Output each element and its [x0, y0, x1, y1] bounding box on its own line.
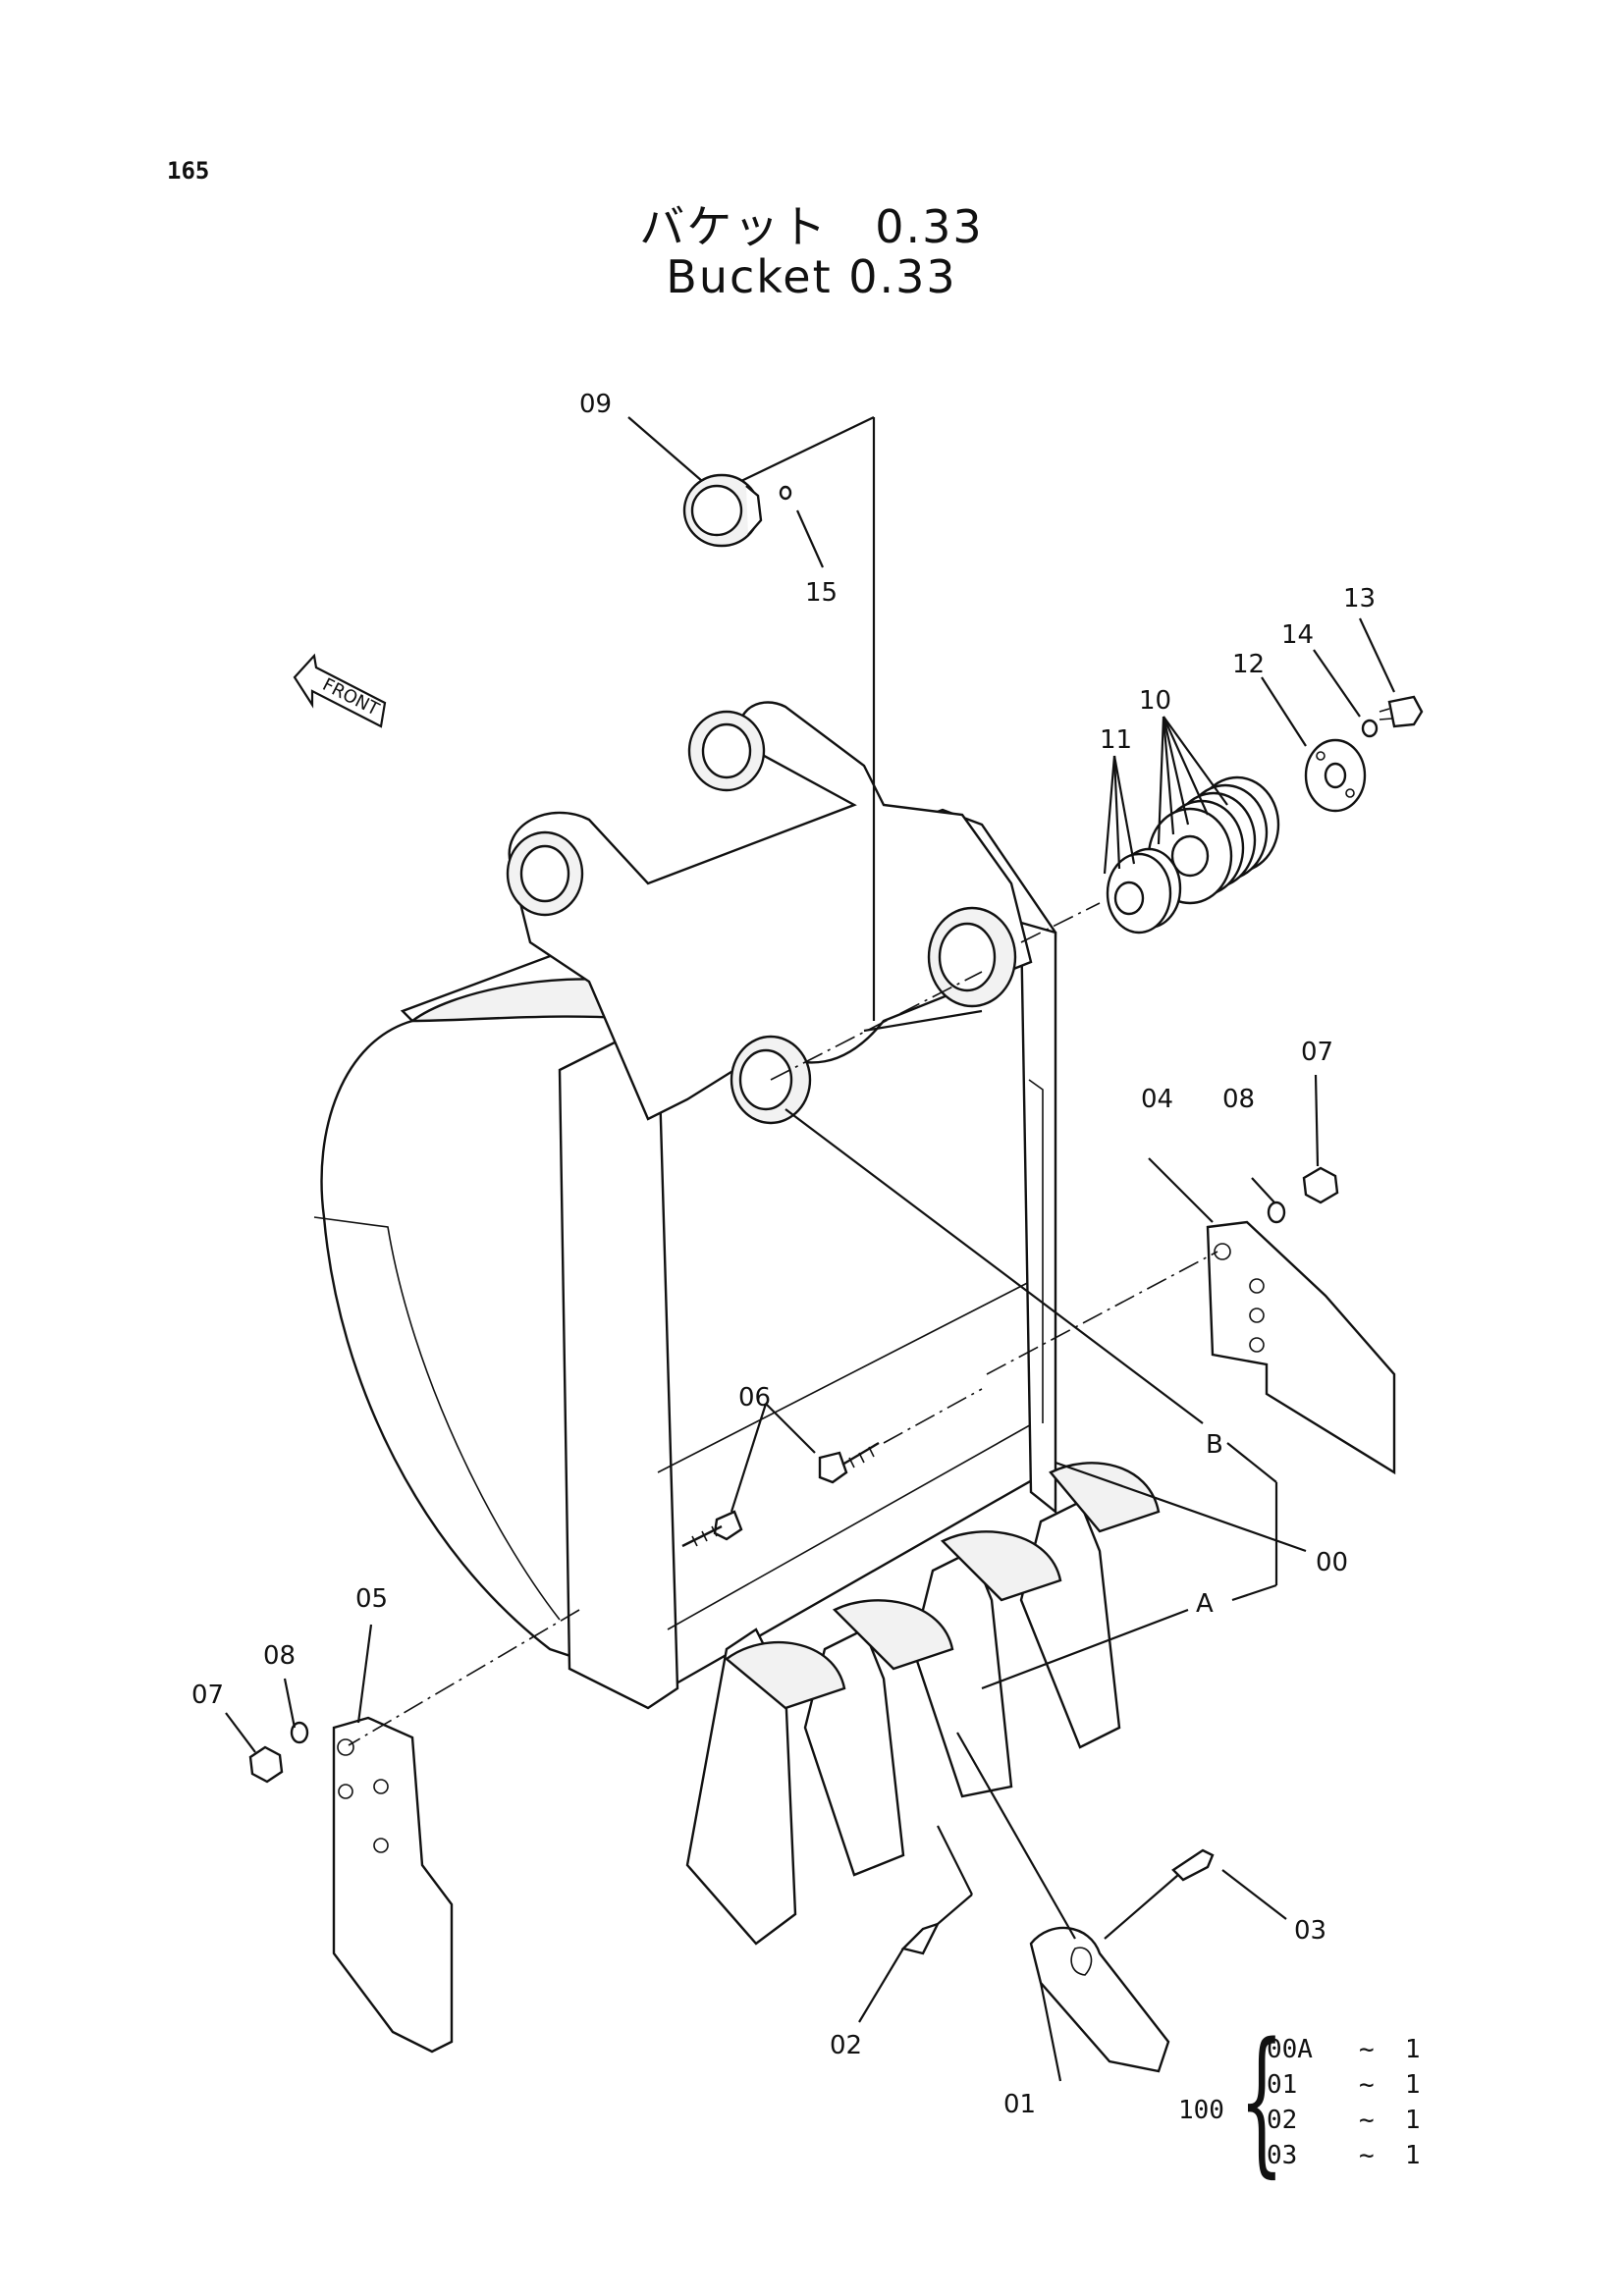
callout-07-left: 07 [191, 1681, 224, 1710]
callout-04: 04 [1141, 1085, 1173, 1114]
page-number: 165 [167, 157, 210, 185]
callout-07-right: 07 [1301, 1038, 1333, 1067]
kit-row: 03 ~ 1 [1267, 2141, 1421, 2170]
nut-07-right [1302, 1166, 1339, 1204]
callout-08-right: 08 [1222, 1085, 1255, 1114]
kit-row: 00A ~ 1 [1267, 2035, 1421, 2064]
callout-02: 02 [830, 2031, 862, 2060]
washer-14 [1361, 719, 1379, 738]
shims-11 [1106, 847, 1182, 934]
kit-row: 02 ~ 1 [1267, 2106, 1421, 2135]
callout-13: 13 [1343, 584, 1376, 614]
callout-14: 14 [1281, 620, 1314, 650]
callout-09: 09 [579, 390, 612, 419]
pin-part [900, 1921, 941, 1955]
bolt-06-upper [818, 1441, 880, 1484]
leader-lines [225, 416, 1395, 2082]
front-arrow-icon: FRONT [293, 653, 387, 728]
plate-12 [1304, 738, 1367, 813]
bucket-top-bracket [506, 701, 1033, 1125]
bolt-13 [1379, 695, 1424, 728]
nut-07-left [248, 1745, 284, 1784]
callout-01: 01 [1003, 2090, 1036, 2119]
washer-08-left [290, 1721, 309, 1744]
loose-tooth [1029, 1926, 1170, 2073]
callout-00: 00 [1316, 1548, 1348, 1577]
title-japanese: バケット 0.33 [639, 200, 984, 253]
callout-labels: 09 15 13 14 12 10 11 07 08 04 06 B 00 A … [191, 390, 1376, 2119]
callout-B: B [1206, 1430, 1223, 1460]
kit-assembly-number: 100 [1178, 2096, 1224, 2125]
title-english: Bucket 0.33 [666, 250, 957, 303]
callout-03: 03 [1294, 1916, 1326, 1946]
shims-10 [1147, 775, 1280, 905]
side-cutter-left [332, 1716, 454, 2054]
kit-row: 01 ~ 1 [1267, 2070, 1421, 2100]
washer-08-right [1267, 1201, 1286, 1224]
callout-06: 06 [738, 1383, 771, 1413]
kit-brace: { [1239, 2008, 1284, 2192]
callout-A: A [1196, 1589, 1214, 1619]
callout-15: 15 [805, 578, 838, 608]
bushing-09 [682, 473, 792, 548]
front-label: FRONT [319, 674, 383, 721]
teeth-assembly [685, 1462, 1161, 1946]
callout-12: 12 [1232, 650, 1265, 679]
kit-rows: 00A ~ 1 01 ~ 1 02 ~ 1 03 ~ 1 [1267, 2032, 1421, 2173]
callout-10: 10 [1139, 686, 1171, 716]
bolt-06-lower [681, 1510, 743, 1548]
side-cutter-right [1206, 1220, 1396, 1475]
callout-11: 11 [1100, 725, 1132, 755]
callout-08-left: 08 [263, 1641, 296, 1671]
lock-part [1171, 1848, 1215, 1882]
callout-05: 05 [355, 1584, 388, 1614]
